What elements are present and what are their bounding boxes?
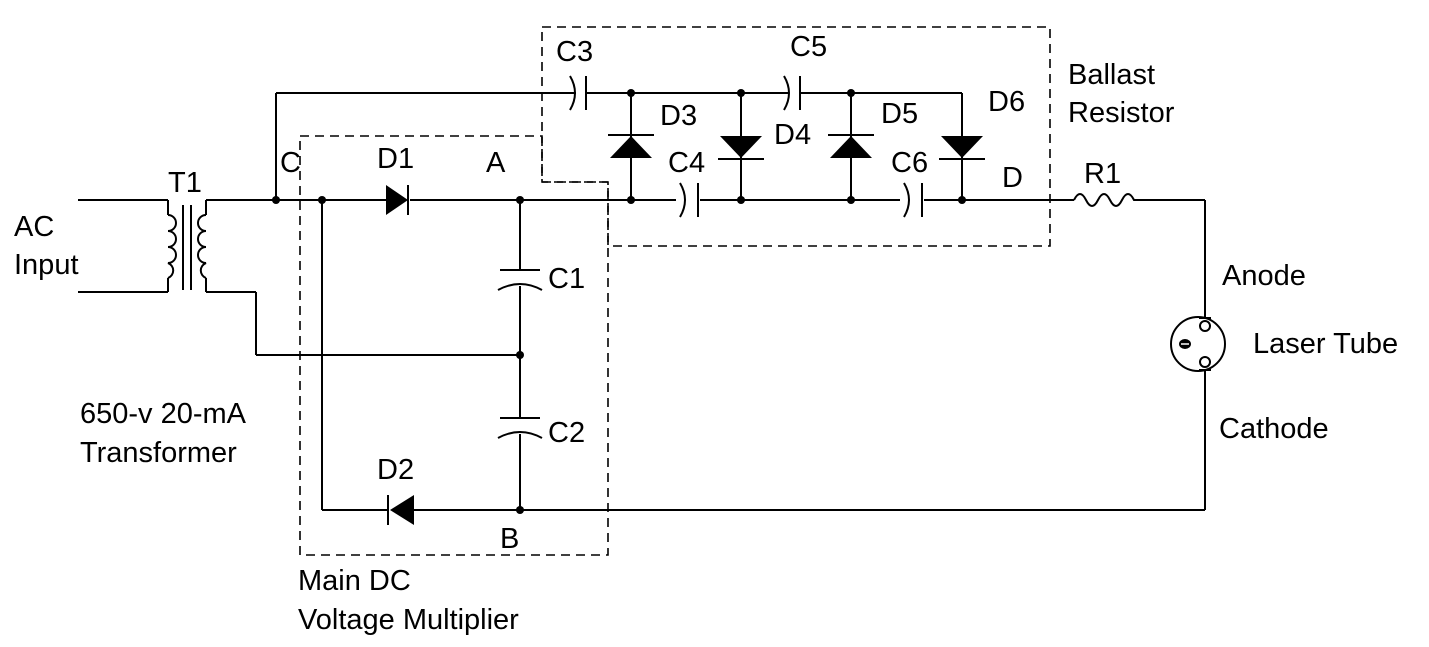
diode-d4-symbol — [718, 93, 764, 200]
capacitor-c5-symbol — [783, 75, 801, 111]
capacitor-c1-label: C1 — [548, 263, 585, 295]
diode-d3-symbol — [608, 93, 654, 200]
laser-tube-symbol — [1170, 316, 1226, 372]
capacitor-c2-label: C2 — [548, 417, 585, 449]
ballast-box-label-line2: Resistor — [1068, 97, 1175, 129]
diode-d2-label: D2 — [377, 454, 414, 486]
capacitor-c1-symbol — [497, 269, 543, 291]
capacitor-c6-symbol — [903, 182, 923, 218]
capacitor-c4-label: C4 — [668, 147, 705, 179]
diode-d5-symbol — [828, 93, 874, 200]
resistor-r1-symbol — [1050, 193, 1140, 207]
main-dc-multiplier-box — [299, 135, 609, 556]
transformer-t1-label: T1 — [168, 167, 202, 199]
transformer-caption-line1: 650-v 20-mA — [80, 398, 247, 430]
node-c-label: C — [280, 147, 301, 179]
capacitor-c2-symbol — [497, 417, 543, 439]
diode-d6-symbol — [939, 93, 985, 200]
node-b-label: B — [500, 523, 519, 555]
transformer-caption-line2: Transformer — [80, 437, 237, 469]
junction-dots — [272, 89, 966, 514]
capacitor-c3-label: C3 — [556, 36, 593, 68]
multiplier-box-label-line1: Main DC — [298, 565, 411, 597]
diode-d2-symbol — [382, 495, 414, 525]
capacitor-c5-label: C5 — [790, 31, 827, 63]
node-d-label: D — [1002, 162, 1023, 194]
ballast-box-label-line1: Ballast — [1068, 59, 1155, 91]
ac-input-label-line1: AC — [14, 211, 54, 243]
diode-d6-label: D6 — [988, 86, 1025, 118]
diode-d1-symbol — [370, 185, 409, 215]
laser-tube-label: Laser Tube — [1253, 328, 1398, 360]
capacitor-c4-symbol — [679, 182, 699, 218]
ac-input-label-line2: Input — [14, 249, 79, 281]
cathode-label: Cathode — [1219, 413, 1329, 445]
capacitor-c6-label: C6 — [891, 147, 928, 179]
diode-d1-label: D1 — [377, 143, 414, 175]
ac-input-leads — [78, 199, 169, 293]
diode-d5-label: D5 — [881, 98, 918, 130]
anode-label: Anode — [1222, 260, 1306, 292]
resistor-r1-label: R1 — [1084, 158, 1121, 190]
transformer-t1-symbol — [167, 200, 207, 292]
main-wires — [206, 92, 1206, 511]
node-a-label: A — [486, 147, 506, 179]
diode-d4-label: D4 — [774, 119, 811, 151]
diode-d3-label: D3 — [660, 100, 697, 132]
multiplier-box-label-line2: Voltage Multiplier — [298, 604, 519, 636]
capacitor-c3-symbol — [569, 75, 587, 111]
